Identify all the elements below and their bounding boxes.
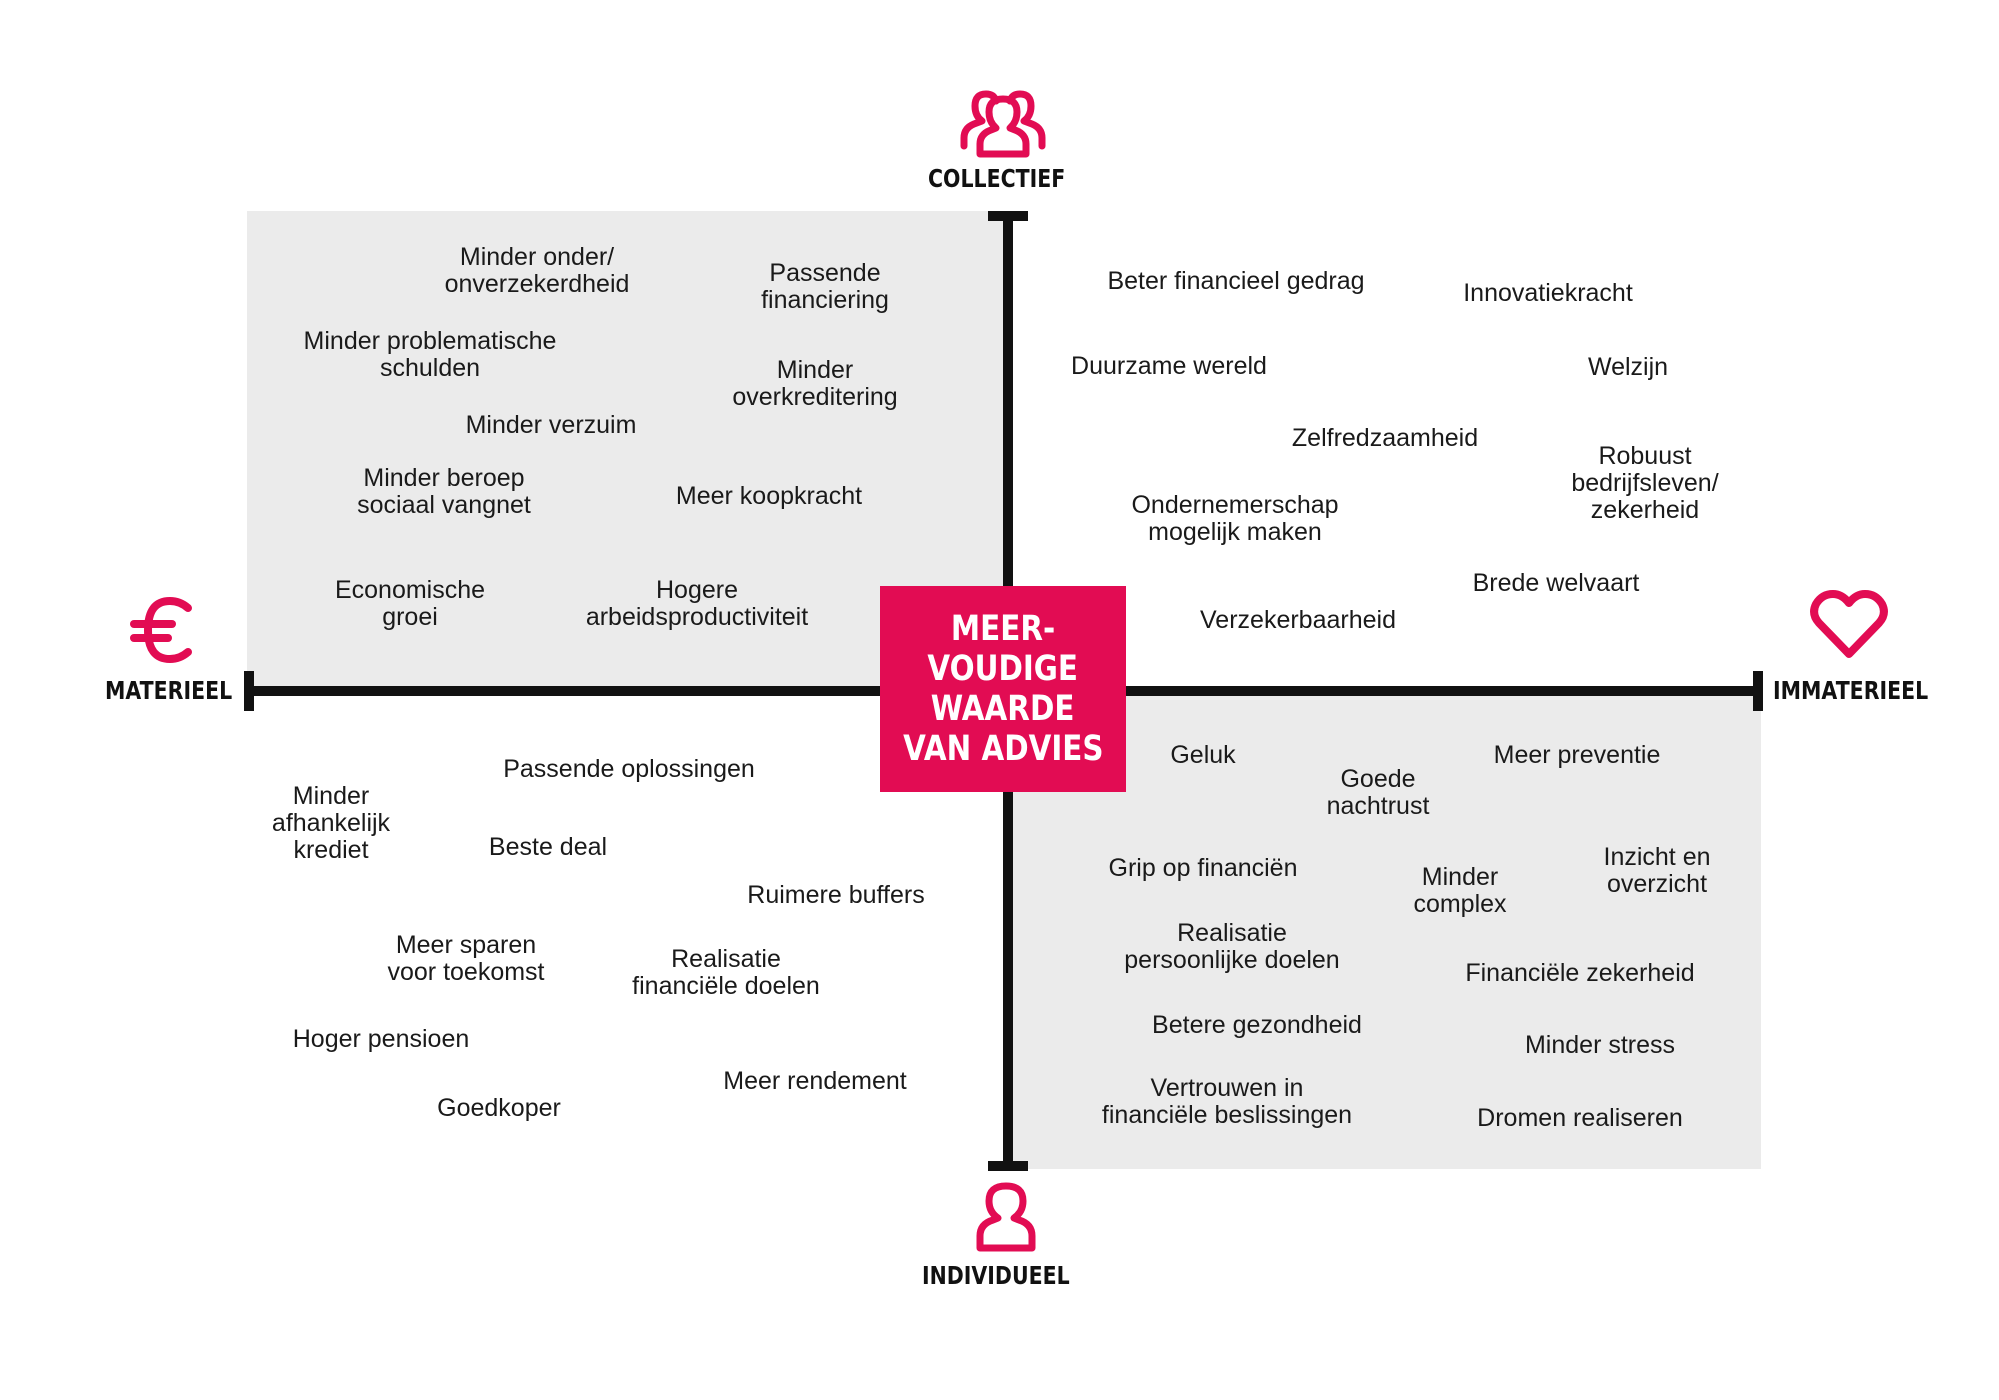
group-icon (960, 90, 1046, 158)
term-materieel-individueel: Hoger pensioen (292, 1025, 470, 1053)
axis-label-collectief: COLLECTIEF (928, 164, 1066, 193)
term-immaterieel-collectief: Duurzame wereld (1071, 352, 1267, 380)
term-immaterieel-collectief: Beter financieel gedrag (1107, 267, 1365, 295)
center-title-line: VAN ADVIES (902, 729, 1104, 769)
term-materieel-collectief: Passende financiering (761, 259, 889, 314)
center-title-box: MEER- VOUDIGE WAARDE VAN ADVIES (880, 586, 1126, 792)
axis-cap-top (988, 211, 1028, 221)
term-immaterieel-individueel: Financiële zekerheid (1465, 959, 1695, 987)
term-materieel-individueel: Minder afhankelijk krediet (271, 782, 391, 864)
axis-cap-left (244, 671, 254, 711)
term-immaterieel-collectief: Brede welvaart (1472, 569, 1640, 597)
heart-icon (1810, 590, 1888, 658)
term-materieel-collectief: Minder verzuim (465, 411, 637, 439)
quadrant-immaterieel-individueel (1008, 691, 1761, 1169)
term-immaterieel-individueel: Vertrouwen in financiële beslissingen (1101, 1074, 1353, 1129)
term-immaterieel-individueel: Realisatie persoonlijke doelen (1124, 919, 1340, 974)
term-materieel-collectief: Minder problematische schulden (303, 327, 557, 382)
term-materieel-individueel: Goedkoper (437, 1094, 561, 1122)
term-materieel-individueel: Beste deal (488, 833, 608, 861)
term-immaterieel-individueel: Minder stress (1524, 1031, 1676, 1059)
euro-icon (130, 596, 192, 664)
term-materieel-individueel: Meer rendement (723, 1067, 907, 1095)
term-materieel-individueel: Realisatie financiële doelen (632, 945, 820, 1000)
term-immaterieel-individueel: Inzicht en overzicht (1603, 843, 1711, 898)
term-materieel-collectief: Minder onder/ onverzekerdheid (444, 243, 630, 298)
term-immaterieel-individueel: Goede nachtrust (1326, 765, 1430, 820)
term-immaterieel-individueel: Betere gezondheid (1152, 1011, 1362, 1039)
term-immaterieel-individueel: Dromen realiseren (1477, 1104, 1683, 1132)
term-immaterieel-individueel: Geluk (1170, 741, 1236, 769)
term-immaterieel-collectief: Zelfredzaamheid (1291, 424, 1479, 452)
term-immaterieel-collectief: Ondernemerschap mogelijk maken (1131, 491, 1339, 546)
term-materieel-individueel: Meer sparen voor toekomst (387, 931, 545, 986)
center-title-line: WAARDE (931, 689, 1075, 729)
center-title-line: MEER- (950, 609, 1056, 649)
term-immaterieel-individueel: Grip op financiën (1108, 854, 1298, 882)
term-materieel-collectief: Meer koopkracht (675, 482, 863, 510)
axis-label-individueel: INDIVIDUEEL (922, 1261, 1070, 1290)
term-materieel-collectief: Hogere arbeidsproductiviteit (585, 576, 809, 631)
term-immaterieel-collectief: Welzijn (1587, 353, 1669, 381)
axis-cap-right (1753, 671, 1763, 711)
term-immaterieel-collectief: Innovatiekracht (1463, 279, 1633, 307)
term-immaterieel-individueel: Minder complex (1413, 863, 1507, 918)
term-materieel-collectief: Minder overkreditering (732, 356, 898, 411)
axis-cap-bottom (988, 1161, 1028, 1171)
term-materieel-collectief: Economische groei (334, 576, 486, 631)
term-immaterieel-individueel: Meer preventie (1493, 741, 1661, 769)
term-immaterieel-collectief: Verzekerbaarheid (1200, 606, 1396, 634)
term-materieel-individueel: Ruimere buffers (747, 881, 925, 909)
person-icon (976, 1182, 1036, 1252)
term-immaterieel-collectief: Robuust bedrijfsleven/ zekerheid (1571, 442, 1719, 524)
center-title-line: VOUDIGE (927, 649, 1079, 689)
axis-label-immaterieel: IMMATERIEEL (1773, 676, 1929, 705)
axis-label-materieel: MATERIEEL (105, 676, 233, 705)
term-materieel-individueel: Passende oplossingen (503, 755, 755, 783)
term-materieel-collectief: Minder beroep sociaal vangnet (357, 464, 531, 519)
